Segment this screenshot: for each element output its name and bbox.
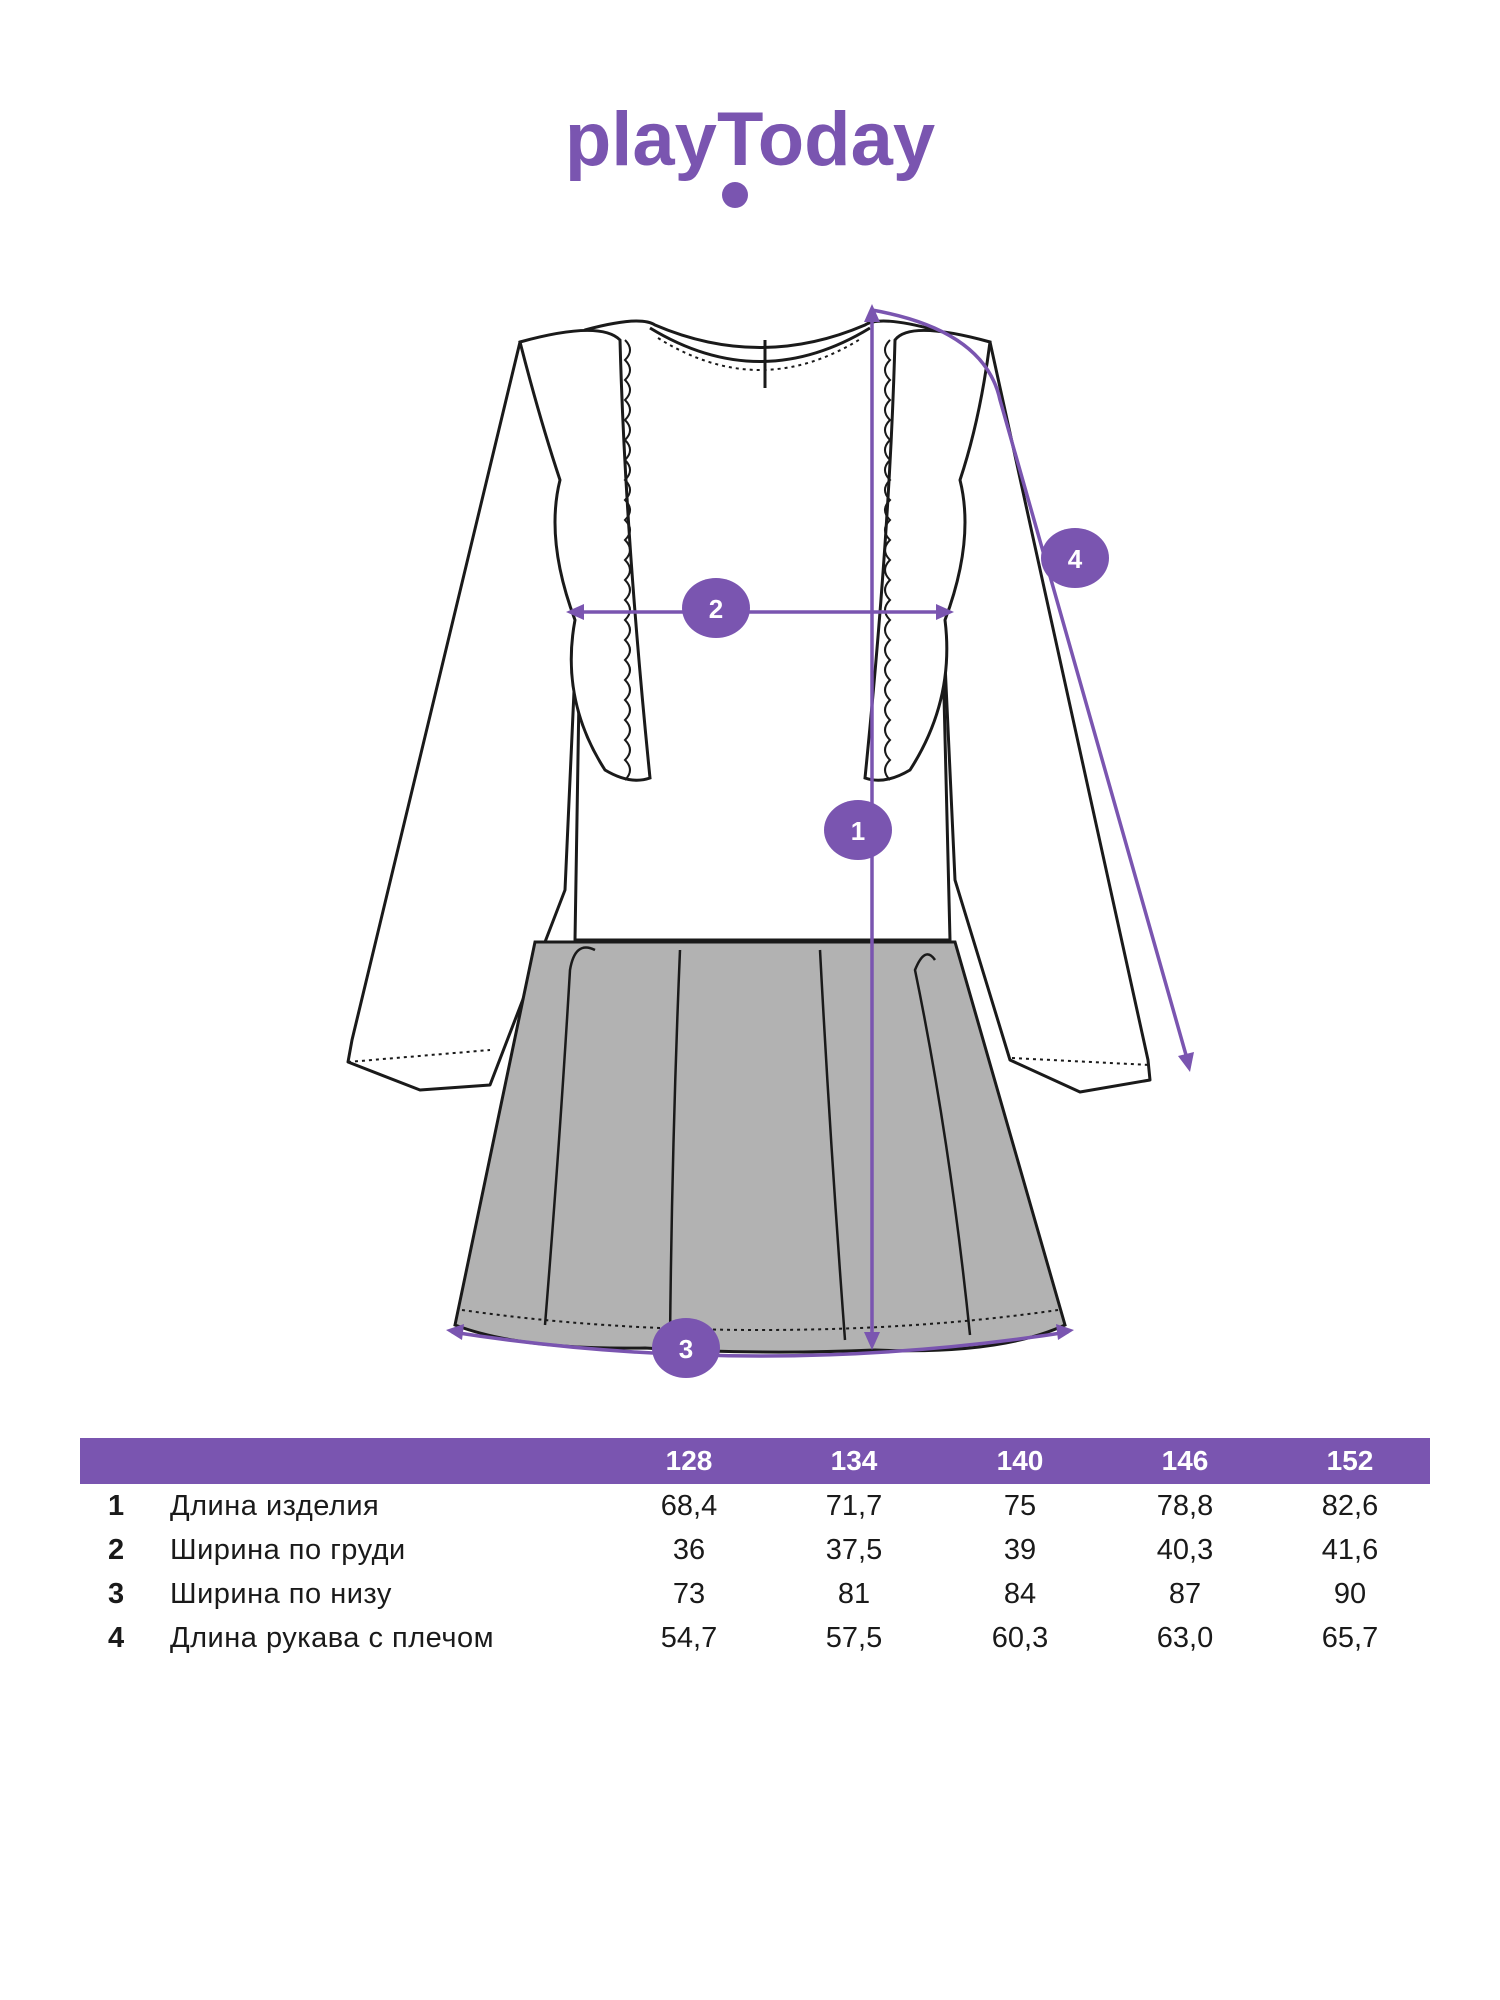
table-cell: 84 bbox=[1003, 1578, 1037, 1610]
size-header-140: 140 bbox=[996, 1445, 1044, 1476]
svg-text:4: 4 bbox=[1068, 544, 1083, 574]
table-cell: 37,5 bbox=[825, 1534, 883, 1566]
left-ruffle-frill bbox=[623, 339, 631, 781]
table-cell: 90 bbox=[1333, 1578, 1367, 1610]
table-cell: 75 bbox=[1003, 1490, 1037, 1522]
dress-sketch bbox=[346, 319, 1152, 1094]
right-ruffle bbox=[863, 328, 992, 782]
skirt bbox=[453, 940, 1067, 1354]
row-label: Длина рукава с плечом bbox=[170, 1622, 495, 1654]
right-ruffle-frill bbox=[884, 339, 892, 781]
neckline bbox=[649, 326, 871, 363]
right-cuff-stitch bbox=[1011, 1057, 1151, 1066]
size-header-134: 134 bbox=[830, 1445, 878, 1476]
badge-2: 2 bbox=[682, 578, 750, 638]
table-cell: 39 bbox=[1003, 1534, 1037, 1566]
table-cell: 57,5 bbox=[825, 1622, 883, 1654]
row-number: 4 bbox=[108, 1622, 125, 1654]
skirt-pleats bbox=[543, 946, 972, 1341]
table-row: 3 Ширина по низу 73 81 84 87 90 bbox=[80, 1572, 1430, 1616]
table-cell: 41,6 bbox=[1321, 1534, 1379, 1566]
measure-line-4 bbox=[871, 308, 1190, 1063]
table-cell: 87 bbox=[1168, 1578, 1202, 1610]
size-header-128: 128 bbox=[665, 1445, 713, 1476]
svg-text:3: 3 bbox=[679, 1334, 693, 1364]
size-header-152: 152 bbox=[1326, 1445, 1374, 1476]
table-cell: 54,7 bbox=[660, 1622, 718, 1654]
row-label: Длина изделия bbox=[170, 1490, 380, 1522]
table-row: 2 Ширина по груди 36 37,5 39 40,3 41,6 bbox=[80, 1528, 1430, 1572]
size-header-146: 146 bbox=[1161, 1445, 1209, 1476]
measure-line-3 bbox=[451, 1330, 1069, 1358]
table-row: 1 Длина изделия 68,4 71,7 75 78,8 82,6 bbox=[80, 1484, 1430, 1528]
neckline-stitch bbox=[657, 337, 863, 371]
table-cell: 40,3 bbox=[1156, 1534, 1214, 1566]
table-cell: 36 bbox=[672, 1534, 706, 1566]
size-table: 128 134 140 146 152 1 Длина изделия 68,4… bbox=[80, 1438, 1430, 1660]
garment-diagram: 1 2 3 4 bbox=[0, 280, 1500, 1400]
badge-1: 1 bbox=[824, 800, 892, 860]
size-table-header: 128 134 140 146 152 bbox=[80, 1438, 1430, 1484]
table-cell: 60,3 bbox=[991, 1622, 1049, 1654]
brand-logo: playToday bbox=[0, 95, 1500, 215]
table-cell: 81 bbox=[837, 1578, 871, 1610]
table-cell: 82,6 bbox=[1321, 1490, 1379, 1522]
table-cell: 78,8 bbox=[1156, 1490, 1214, 1522]
table-cell: 63,0 bbox=[1156, 1622, 1214, 1654]
row-number: 3 bbox=[108, 1578, 125, 1610]
svg-text:1: 1 bbox=[851, 816, 865, 846]
table-cell: 68,4 bbox=[660, 1490, 718, 1522]
logo-dot bbox=[722, 182, 748, 208]
table-cell: 73 bbox=[672, 1578, 706, 1610]
row-number: 1 bbox=[108, 1490, 125, 1522]
svg-text:2: 2 bbox=[709, 594, 723, 624]
measure-arrowheads bbox=[446, 304, 1194, 1350]
bodice bbox=[573, 319, 952, 942]
badge-4: 4 bbox=[1041, 528, 1109, 588]
badge-3: 3 bbox=[652, 1318, 720, 1378]
left-ruffle bbox=[518, 328, 652, 782]
table-cell: 65,7 bbox=[1321, 1622, 1379, 1654]
row-label: Ширина по низу bbox=[170, 1578, 392, 1610]
logo-wordmark: playToday bbox=[565, 97, 935, 182]
left-cuff-stitch bbox=[347, 1049, 491, 1063]
table-cell: 71,7 bbox=[825, 1490, 883, 1522]
row-number: 2 bbox=[108, 1534, 125, 1566]
table-row: 4 Длина рукава с плечом 54,7 57,5 60,3 6… bbox=[80, 1616, 1430, 1660]
row-label: Ширина по груди bbox=[170, 1534, 406, 1566]
